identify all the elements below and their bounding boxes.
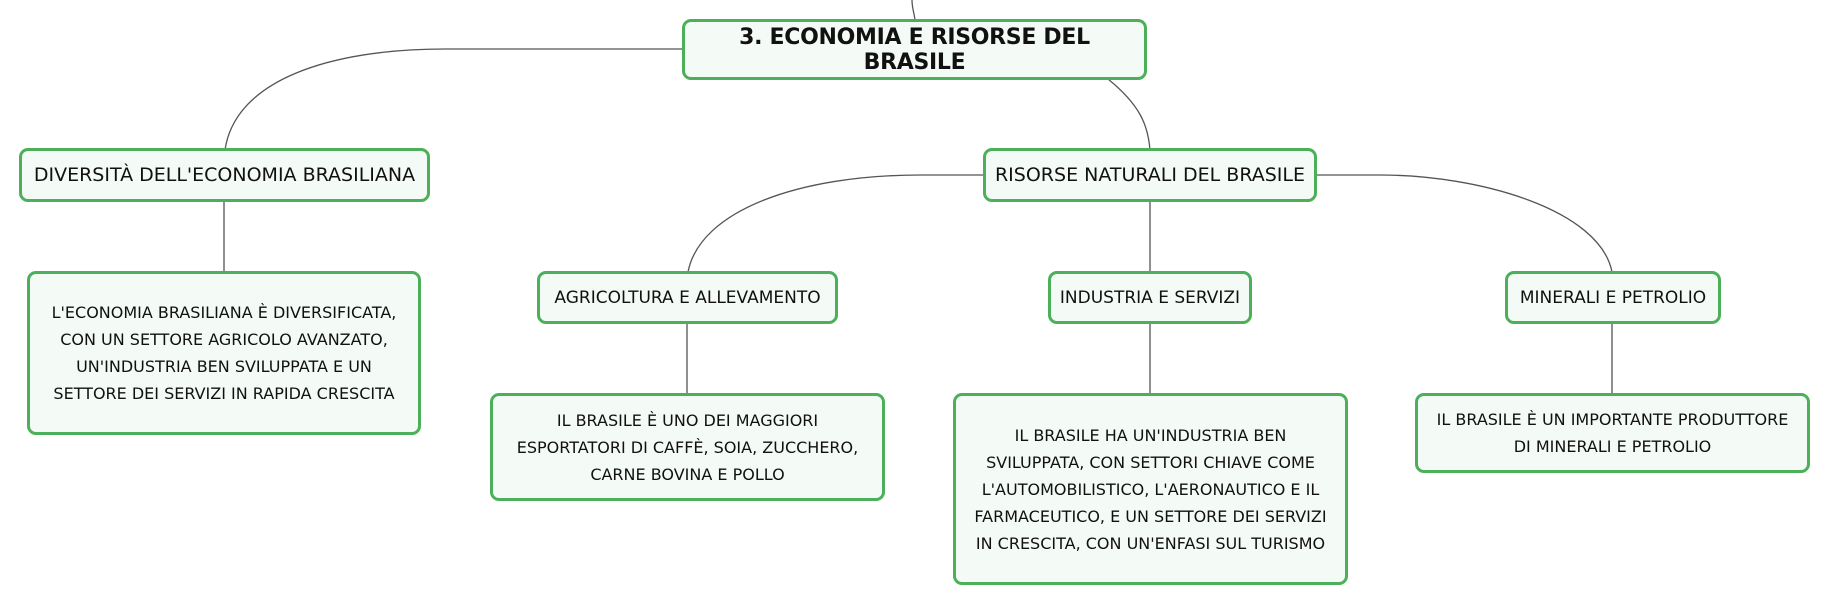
branch-node-resources[interactable]: RISORSE NATURALI DEL BRASILE [983, 148, 1317, 202]
detail-node-industry[interactable]: IL BRASILE HA UN'INDUSTRIA BEN SVILUPPAT… [953, 393, 1348, 585]
topic-label-minerals: MINERALI E PETROLIO [1519, 287, 1707, 308]
detail-text-diversity: L'ECONOMIA BRASILIANA È DIVERSIFICATA, C… [51, 303, 397, 403]
connector-parent-to-root [911, 0, 916, 21]
connector-root-to-resources [1107, 78, 1151, 151]
detail-text-agriculture: IL BRASILE È UNO DEI MAGGIORI ESPORTATOR… [516, 410, 859, 484]
connector-resources-to-minerals [1316, 174, 1613, 273]
detail-node-minerals[interactable]: IL BRASILE È UN IMPORTANTE PRODUTTORE DI… [1415, 393, 1810, 473]
branch-node-diversity[interactable]: DIVERSITÀ DELL'ECONOMIA BRASILIANA [19, 148, 430, 202]
branch-label-diversity: DIVERSITÀ DELL'ECONOMIA BRASILIANA [33, 164, 416, 186]
connector-root-to-diversity [224, 48, 682, 151]
topic-node-agriculture[interactable]: AGRICOLTURA E ALLEVAMENTO [537, 271, 838, 324]
detail-text-industry: IL BRASILE HA UN'INDUSTRIA BEN SVILUPPAT… [974, 425, 1327, 553]
topic-node-industry[interactable]: INDUSTRIA E SERVIZI [1048, 271, 1252, 324]
detail-text-minerals: IL BRASILE È UN IMPORTANTE PRODUTTORE DI… [1436, 410, 1789, 456]
topic-label-agriculture: AGRICOLTURA E ALLEVAMENTO [554, 287, 821, 308]
topic-node-minerals[interactable]: MINERALI E PETROLIO [1505, 271, 1721, 324]
connector-resources-to-agriculture [687, 174, 984, 273]
root-node[interactable]: 3. ECONOMIA E RISORSE DEL BRASILE [682, 19, 1147, 80]
detail-node-agriculture[interactable]: IL BRASILE È UNO DEI MAGGIORI ESPORTATOR… [490, 393, 885, 501]
branch-label-resources: RISORSE NATURALI DEL BRASILE [994, 164, 1305, 186]
detail-node-diversity[interactable]: L'ECONOMIA BRASILIANA È DIVERSIFICATA, C… [27, 271, 421, 435]
root-label: 3. ECONOMIA E RISORSE DEL BRASILE [739, 24, 1090, 75]
topic-label-industry: INDUSTRIA E SERVIZI [1059, 287, 1241, 308]
